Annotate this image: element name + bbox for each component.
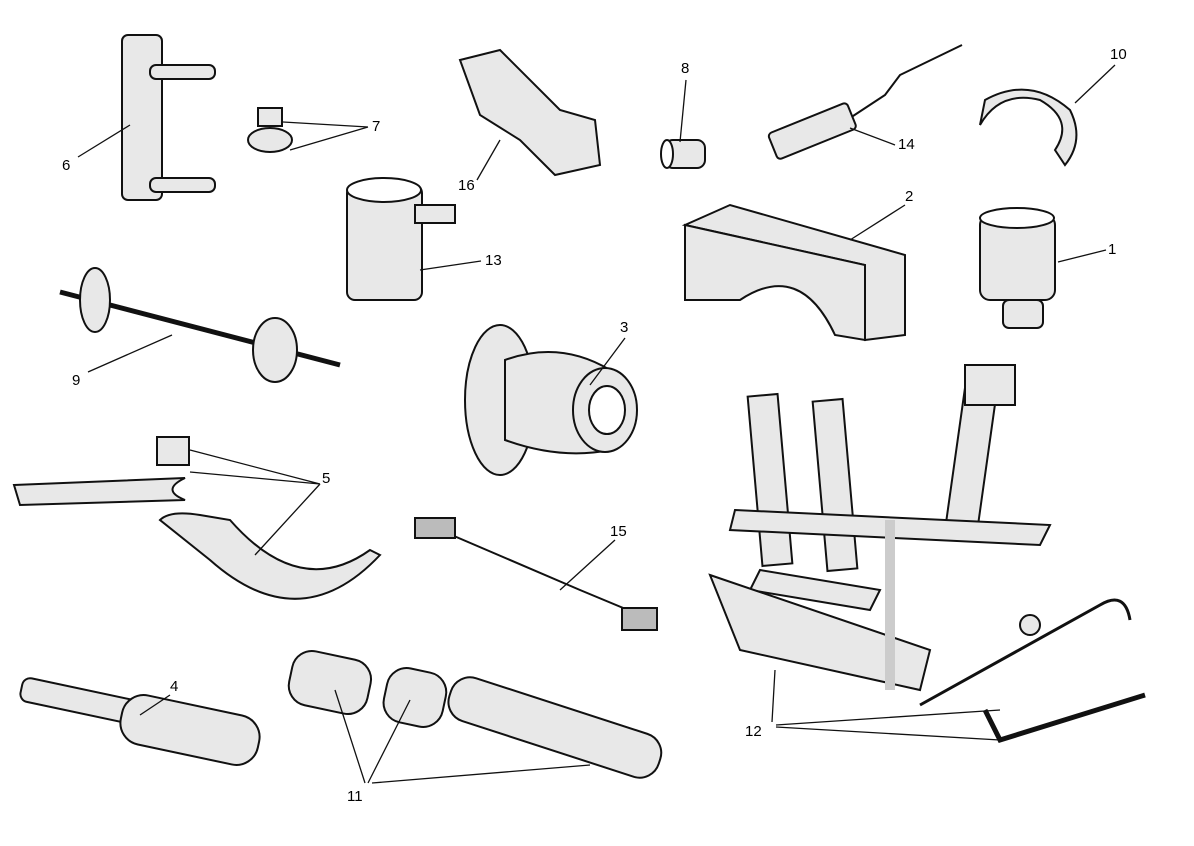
callout-7: 7 — [372, 118, 381, 135]
callout-5: 5 — [322, 470, 331, 487]
callout-15: 15 — [610, 523, 627, 540]
tool-2 — [681, 203, 906, 342]
tool-16 — [458, 48, 602, 177]
callout-1: 1 — [1108, 241, 1117, 258]
callout-3: 3 — [620, 319, 629, 336]
tool-14 — [767, 44, 963, 160]
callout-2: 2 — [905, 188, 914, 205]
callout-13: 13 — [485, 252, 502, 269]
tool-10 — [979, 88, 1078, 167]
callout-12: 12 — [745, 723, 762, 740]
callout-4: 4 — [170, 678, 179, 695]
tool-12 — [708, 364, 1146, 744]
callout-8: 8 — [681, 60, 690, 77]
tool-6 — [121, 34, 216, 201]
tool-9 — [59, 267, 341, 383]
tool-1 — [979, 207, 1056, 329]
callout-14: 14 — [898, 136, 915, 153]
tool-15 — [414, 517, 658, 631]
tool-5 — [12, 436, 382, 600]
callout-16: 16 — [458, 177, 475, 194]
callout-10: 10 — [1110, 46, 1127, 63]
callout-11: 11 — [347, 788, 363, 805]
tool-3 — [464, 324, 638, 476]
callout-6: 6 — [62, 157, 71, 174]
tool-4 — [19, 677, 261, 766]
tool-8 — [660, 139, 706, 169]
tool-11 — [287, 649, 663, 779]
tool-7 — [247, 107, 293, 153]
callout-9: 9 — [72, 372, 81, 389]
tool-13 — [346, 177, 456, 301]
